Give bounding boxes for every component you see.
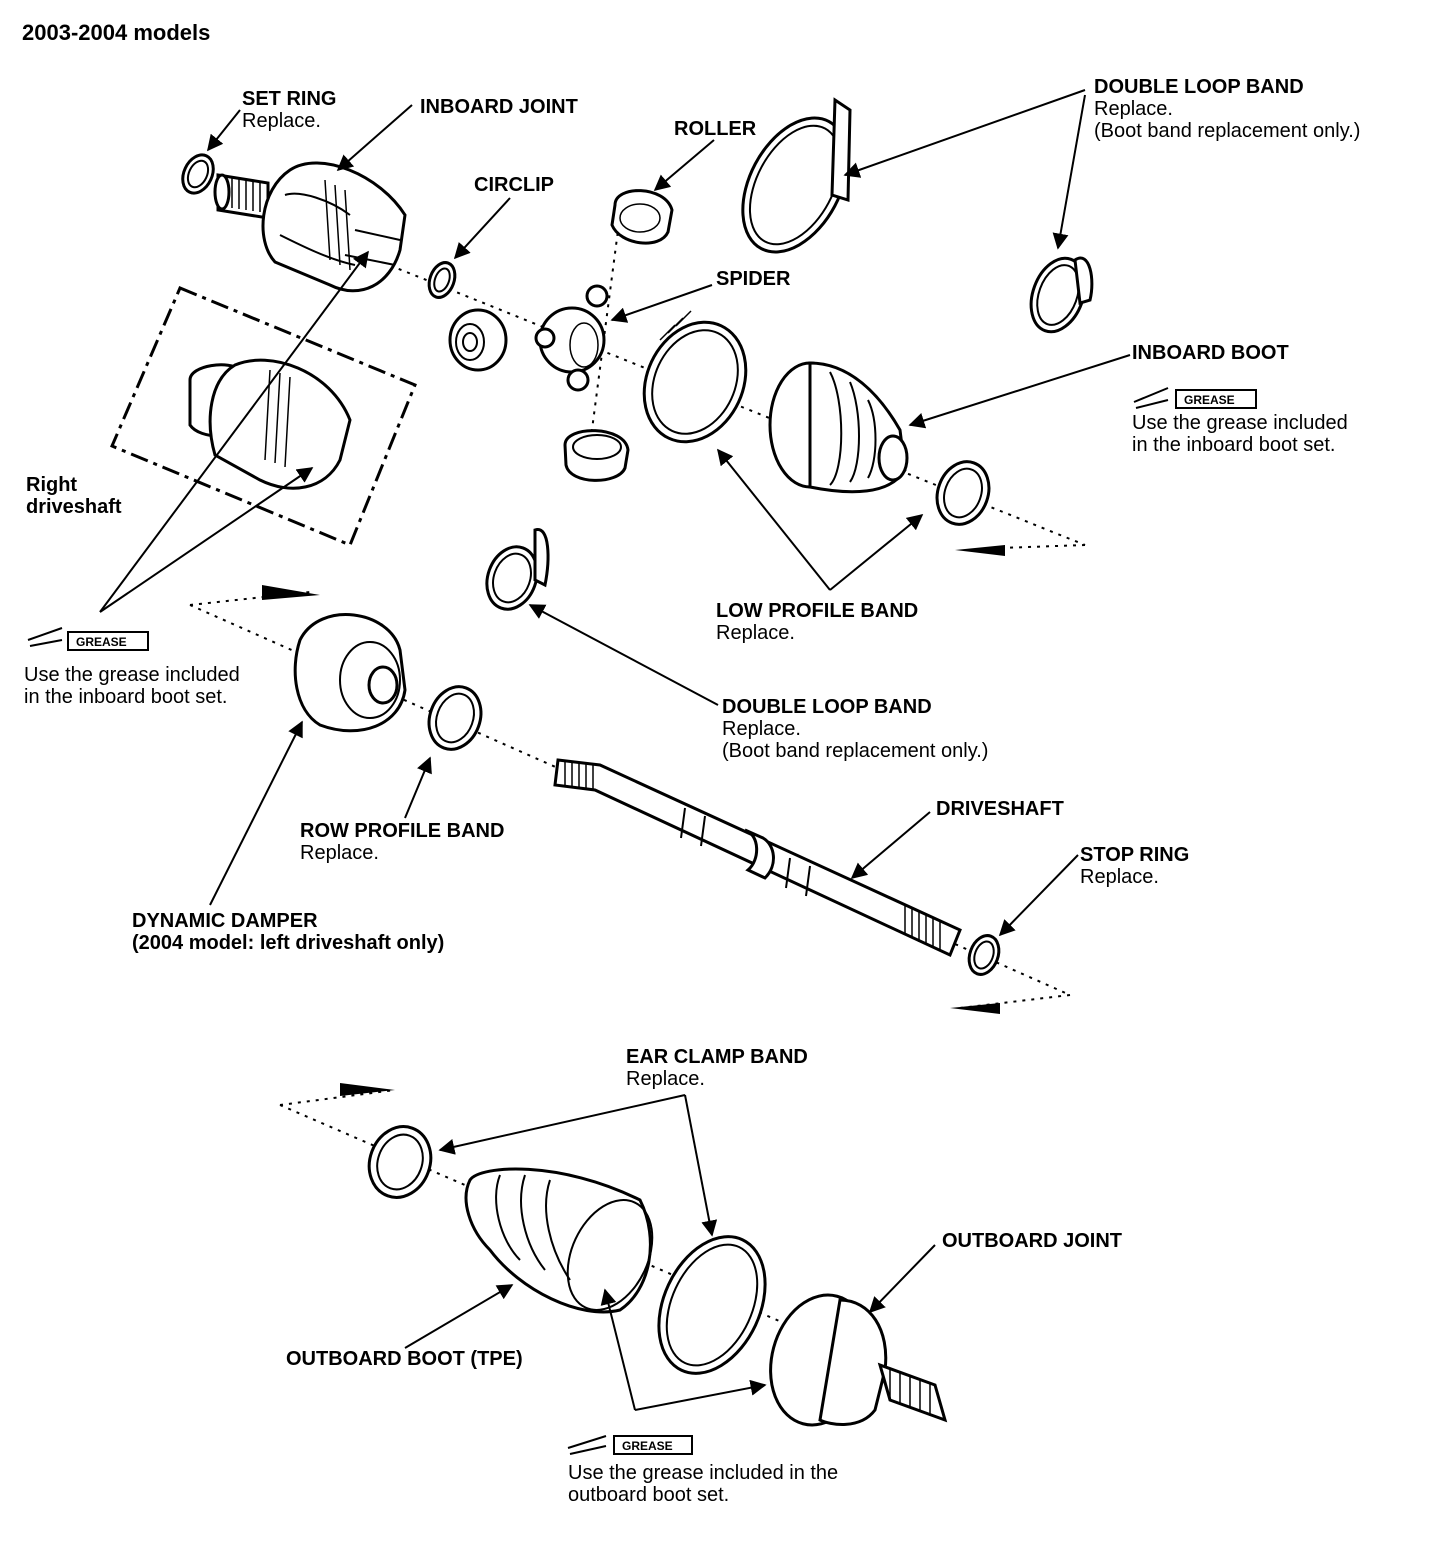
- set-ring-part: [181, 153, 215, 195]
- roller-top-part: [610, 189, 674, 245]
- label-row-profile-band: ROW PROFILE BAND Replace.: [300, 820, 504, 864]
- label-grease-left: Use the grease included in the inboard b…: [24, 664, 240, 708]
- double-loop-band-small-part: [1029, 256, 1094, 334]
- label-inboard-boot-note: Use the grease included: [1132, 412, 1348, 434]
- label-roller-name: ROLLER: [674, 118, 757, 140]
- outboard-joint-part: [769, 1293, 948, 1427]
- label-inboard-boot-name: INBOARD BOOT: [1132, 342, 1289, 364]
- grease-tag-right: GREASE: [1184, 393, 1235, 407]
- label-double-loop-band-mid: DOUBLE LOOP BAND Replace. (Boot band rep…: [722, 696, 988, 762]
- label-driveshaft: DRIVESHAFT: [936, 798, 1064, 820]
- label-outboard-joint-name: OUTBOARD JOINT: [942, 1230, 1122, 1252]
- label-stop-ring-note: Replace.: [1080, 866, 1159, 888]
- label-set-ring-note: Replace.: [242, 110, 321, 132]
- low-profile-band-large-part: [642, 310, 748, 444]
- label-double-loop-band-top: DOUBLE LOOP BAND Replace. (Boot band rep…: [1094, 76, 1360, 142]
- label-low-profile-band-note: Replace.: [716, 622, 795, 644]
- label-dlb-mid-note2: (Boot band replacement only.): [722, 740, 989, 762]
- inboard-joint-part: [213, 161, 407, 293]
- label-right-driveshaft-line2: driveshaft: [26, 496, 122, 518]
- label-row-profile-band-note: Replace.: [300, 842, 379, 864]
- label-circlip: CIRCLIP: [474, 174, 554, 196]
- grease-tube-icon-bottom: GREASE: [567, 1435, 693, 1455]
- label-inboard-joint: INBOARD JOINT: [420, 96, 578, 118]
- label-dlb-mid-name: DOUBLE LOOP BAND: [722, 696, 932, 718]
- inboard-boot-part: [768, 361, 909, 494]
- label-grease-bottom-note: Use the grease included in the: [568, 1462, 839, 1484]
- roller-left-part: [448, 308, 508, 372]
- double-loop-band-mid-part: [485, 528, 550, 611]
- grease-tag-bottom: GREASE: [622, 1439, 673, 1453]
- label-stop-ring: STOP RING Replace.: [1080, 844, 1189, 888]
- label-inboard-boot-grease: Use the grease included in the inboard b…: [1132, 412, 1348, 456]
- dynamic-damper-part: [293, 613, 407, 733]
- label-roller: ROLLER: [674, 118, 756, 140]
- direction-arrows: [262, 545, 1005, 1096]
- label-dlb-top-note: Replace.: [1094, 98, 1173, 120]
- grease-tube-icon-right: GREASE: [1133, 387, 1257, 409]
- stop-ring-part: [967, 934, 1001, 976]
- label-low-profile-band-name: LOW PROFILE BAND: [716, 600, 919, 622]
- leader-lines: [99, 89, 1131, 1411]
- label-outboard-boot: OUTBOARD BOOT (TPE): [286, 1348, 523, 1370]
- label-grease-left-note: Use the grease included: [24, 664, 240, 686]
- label-inboard-joint-name: INBOARD JOINT: [420, 96, 578, 118]
- driveshaft-part: [553, 758, 962, 958]
- low-profile-band-small-part: [935, 460, 991, 526]
- label-ear-clamp-band-name: EAR CLAMP BAND: [626, 1046, 808, 1068]
- label-right-driveshaft-line1: Right: [26, 474, 78, 496]
- grease-tube-icon-left: GREASE: [27, 627, 149, 651]
- label-dynamic-damper-note: (2004 model: left driveshaft only): [132, 932, 445, 954]
- label-dynamic-damper-name: DYNAMIC DAMPER: [132, 910, 318, 932]
- label-stop-ring-name: STOP RING: [1080, 844, 1190, 866]
- label-ear-clamp-band: EAR CLAMP BAND Replace.: [626, 1046, 808, 1090]
- grease-tag-left: GREASE: [76, 635, 127, 649]
- label-outboard-boot-name: OUTBOARD BOOT (TPE): [286, 1348, 523, 1370]
- label-dlb-top-note2: (Boot band replacement only.): [1094, 120, 1361, 142]
- label-grease-left-note2: in the inboard boot set.: [24, 686, 228, 708]
- label-circlip-name: CIRCLIP: [474, 174, 554, 196]
- label-set-ring: SET RING Replace.: [242, 88, 336, 132]
- centerlines: [189, 194, 1086, 1331]
- label-driveshaft-name: DRIVESHAFT: [936, 798, 1064, 820]
- label-spider-name: SPIDER: [716, 268, 791, 290]
- ear-clamp-band-large-part: [657, 1235, 767, 1375]
- label-grease-bottom-note2: outboard boot set.: [568, 1484, 730, 1506]
- row-profile-band-part: [427, 685, 483, 751]
- ear-clamp-band-small-part: [367, 1125, 433, 1199]
- roller-bottom-part: [563, 429, 630, 482]
- right-driveshaft-box: [110, 286, 417, 547]
- label-dynamic-damper: DYNAMIC DAMPER (2004 model: left drivesh…: [132, 910, 444, 954]
- circlip-part: [427, 261, 457, 299]
- label-set-ring-name: SET RING: [242, 88, 337, 110]
- outboard-boot-part: [464, 1167, 654, 1314]
- label-row-profile-band-name: ROW PROFILE BAND: [300, 820, 505, 842]
- label-right-driveshaft: Right driveshaft: [26, 474, 122, 518]
- label-outboard-joint: OUTBOARD JOINT: [942, 1230, 1122, 1252]
- label-inboard-boot: INBOARD BOOT: [1132, 342, 1289, 364]
- label-dlb-top-name: DOUBLE LOOP BAND: [1094, 76, 1304, 98]
- label-ear-clamp-band-note: Replace.: [626, 1068, 705, 1090]
- double-loop-band-top-part: [741, 97, 852, 254]
- label-spider: SPIDER: [716, 268, 790, 290]
- label-low-profile-band: LOW PROFILE BAND Replace.: [716, 600, 918, 644]
- page-title: 2003-2004 models: [22, 20, 211, 45]
- label-inboard-boot-note2: in the inboard boot set.: [1132, 434, 1336, 456]
- label-dlb-mid-note: Replace.: [722, 718, 801, 740]
- label-grease-bottom: Use the grease included in the outboard …: [568, 1462, 838, 1506]
- spider-part: [534, 284, 609, 392]
